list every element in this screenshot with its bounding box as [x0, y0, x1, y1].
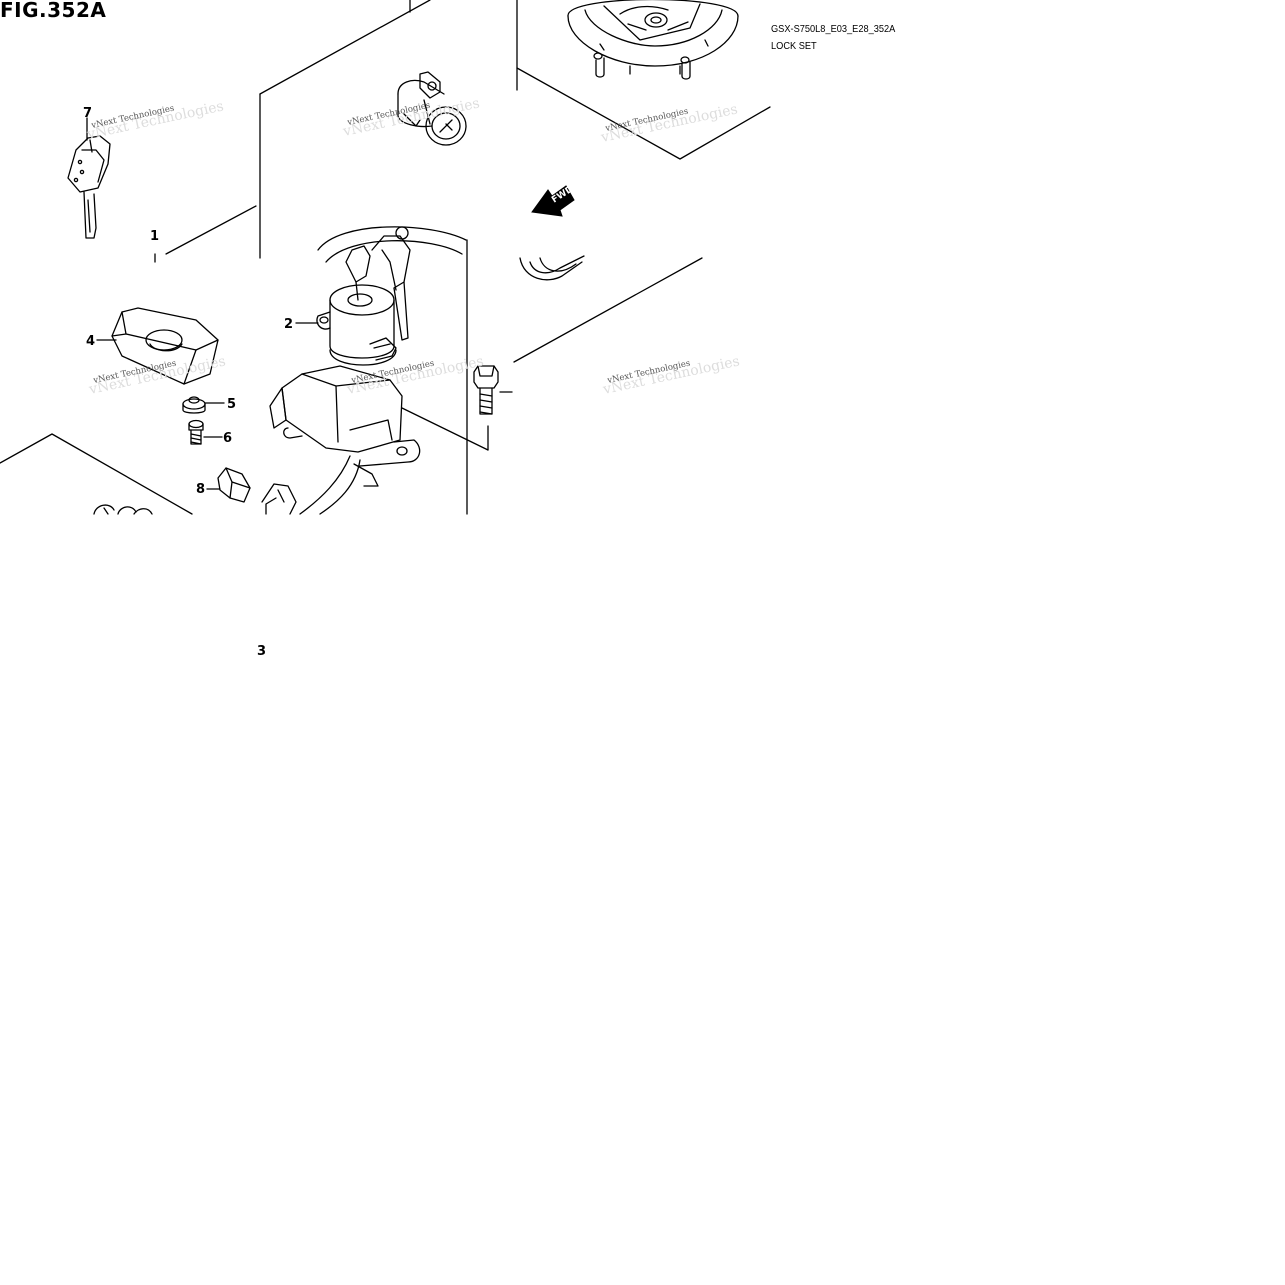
- callout-4: 4: [86, 334, 95, 349]
- callout-7: 7: [83, 106, 92, 121]
- bolt-icon: [473, 365, 499, 415]
- harness-icon: [519, 255, 585, 281]
- fuel-cap-icon: [567, 0, 739, 80]
- callout-2: 2: [284, 317, 293, 332]
- leader-lines: [86, 117, 513, 490]
- callout-8: 8: [196, 482, 205, 497]
- fwd-arrow-icon: FWD: [531, 184, 575, 217]
- callout-layer: 1 2 3 4 5 6 7 8: [83, 106, 293, 659]
- seat-lock-icon: [397, 71, 467, 146]
- panel-outlines: [0, 0, 771, 515]
- ignition-switch-icon: [261, 226, 467, 515]
- key-cover-icon: [111, 307, 219, 385]
- nut-icon: [182, 396, 206, 414]
- callout-5: 5: [227, 397, 236, 412]
- key-icon: [67, 135, 111, 239]
- figure-subtitle: LOCK SET: [771, 40, 817, 52]
- screw-icon: [188, 419, 204, 445]
- partial-parts-icon: [93, 504, 153, 515]
- callout-3: 3: [257, 644, 266, 659]
- figure-code: GSX-S750L8_E03_E28_352A: [771, 23, 896, 35]
- callout-6: 6: [223, 431, 232, 446]
- callout-1: 1: [150, 229, 159, 244]
- figure-title: FIG.352A: [0, 0, 107, 22]
- clamp-icon: [217, 467, 251, 503]
